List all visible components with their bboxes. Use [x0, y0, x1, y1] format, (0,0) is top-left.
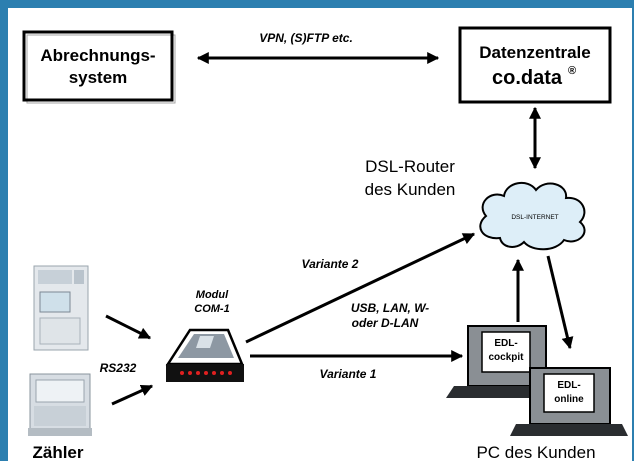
- datacenter-line2: co.data: [492, 67, 563, 89]
- modem-label-line2: COM-1: [194, 303, 229, 315]
- modem-label-line1: Modul: [196, 289, 229, 301]
- billing-system-line2: system: [69, 68, 128, 87]
- variante2-arrow: [245, 232, 476, 344]
- pc-caption: PC des Kunden: [476, 443, 595, 461]
- usb-label-line1: USB, LAN, W-: [351, 301, 429, 315]
- meter-icon: [28, 373, 92, 436]
- cloud-icon: DSL-INTERNET: [479, 181, 586, 251]
- meter2-modem-arrow: [111, 384, 154, 406]
- billing-system-line1: Abrechnungs-: [40, 46, 155, 65]
- laptop-online-line1: EDL-: [557, 380, 580, 391]
- router-line1: DSL-Router: [365, 157, 455, 176]
- variante1-label: Variante 1: [320, 367, 377, 381]
- meter-icon: [33, 265, 89, 351]
- modem-icon: [165, 328, 244, 382]
- meters-caption: Zähler: [32, 443, 83, 461]
- meter1-modem-arrow: [105, 314, 152, 340]
- variante2-label: Variante 2: [302, 257, 359, 271]
- datacenter-line1: Datenzentrale: [479, 43, 590, 62]
- vpn-label: VPN, (S)FTP etc.: [259, 31, 353, 45]
- rs232-label: RS232: [100, 361, 137, 375]
- datacenter-box: Datenzentrale co.data ®: [458, 26, 612, 104]
- laptop-icon: EDL- online: [510, 367, 628, 436]
- laptop-cockpit-line1: EDL-: [494, 338, 517, 349]
- datacenter-registered-mark: ®: [568, 65, 576, 77]
- cloud-label: DSL-INTERNET: [511, 214, 558, 221]
- router-line2: des Kunden: [365, 180, 456, 199]
- billing-system-box: Abrechnungs- system: [22, 30, 176, 104]
- laptop-online-line2: online: [554, 394, 584, 405]
- laptop-icon: EDL- cockpit: [446, 325, 568, 398]
- usb-label-line2: oder D-LAN: [352, 316, 419, 330]
- cloud-online-arrow: [546, 255, 574, 350]
- laptop-cockpit-line2: cockpit: [488, 352, 524, 363]
